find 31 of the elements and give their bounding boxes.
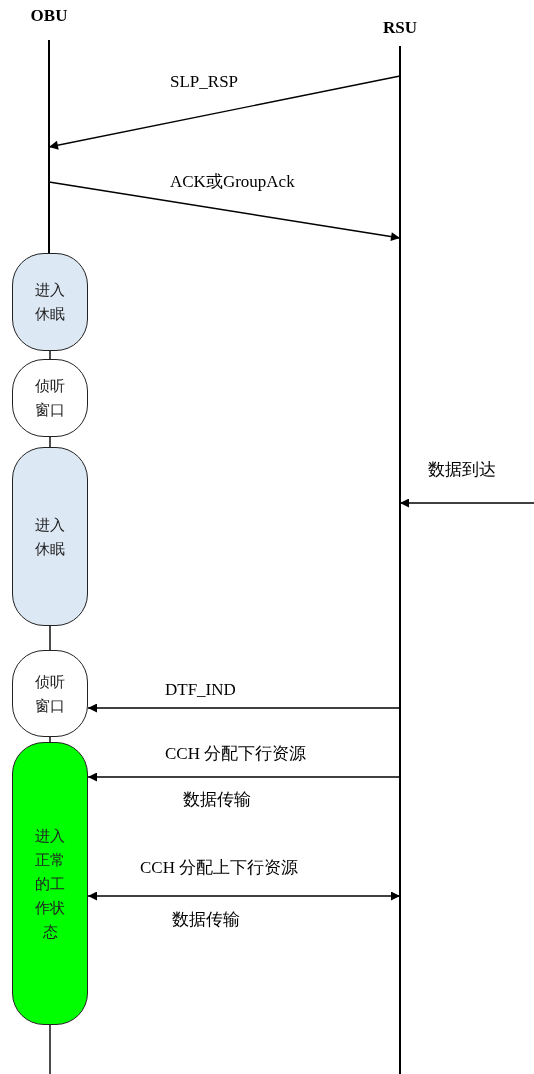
state-label: 进入休眠	[34, 280, 66, 325]
message-note: 数据传输	[183, 790, 251, 811]
state-label: 侦听窗口	[34, 376, 66, 421]
state-box	[12, 253, 88, 351]
edge-label: CCH 分配上下行资源	[140, 858, 299, 879]
lifeline-segment	[49, 1024, 51, 1074]
lifeline-segment	[49, 736, 51, 743]
message-arrow	[87, 703, 401, 713]
edge-label: SLP_RSP	[170, 72, 239, 93]
message-arrow	[87, 891, 401, 901]
lifeline-heading: RSU	[383, 18, 417, 38]
edge-label: CCH 分配下行资源	[165, 744, 307, 765]
state-box	[12, 447, 88, 626]
message-arrow	[48, 181, 401, 242]
lifeline-heading: OBU	[30, 6, 68, 26]
state-box	[12, 742, 88, 1025]
edge-label: 数据到达	[428, 460, 496, 481]
state-box	[12, 650, 88, 737]
message-arrow	[87, 772, 401, 782]
lifeline-segment	[49, 436, 51, 448]
message-arrow	[48, 75, 401, 150]
message-arrow	[399, 498, 534, 508]
message-note: 数据传输	[172, 910, 240, 931]
state-label: 进入正常的工作状态	[34, 825, 66, 943]
edge-label: ACK或GroupAck	[170, 172, 295, 193]
state-label: 侦听窗口	[34, 671, 66, 717]
edge-label: DTF_IND	[165, 680, 236, 701]
state-box	[12, 359, 88, 437]
lifeline-segment	[49, 350, 51, 360]
lifeline-segment	[49, 625, 51, 651]
state-label: 进入休眠	[34, 514, 66, 560]
